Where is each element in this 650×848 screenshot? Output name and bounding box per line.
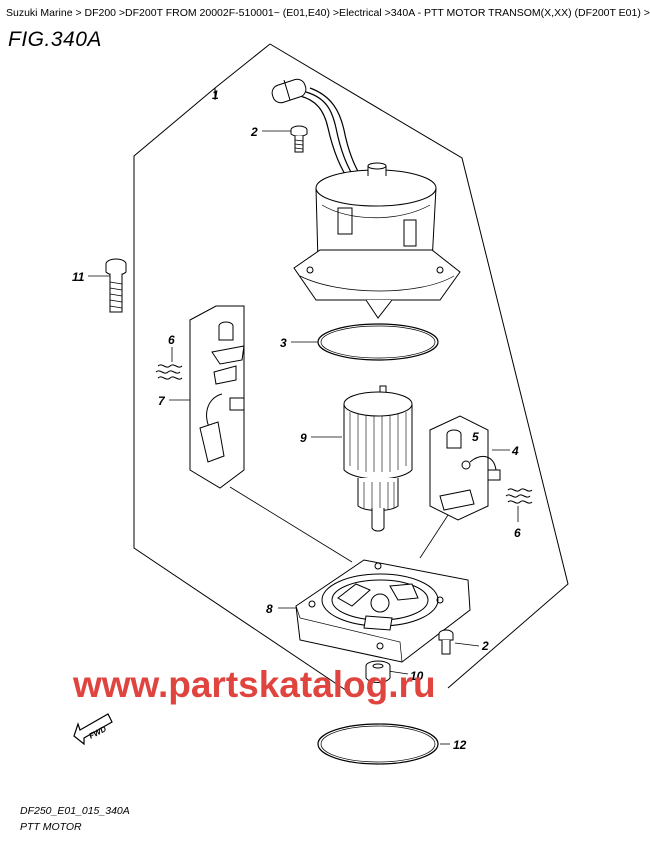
callout-3[interactable]: 3 [280,336,287,350]
callout-2-bottom[interactable]: 2 [481,639,489,653]
exploded-view-diagram: FWD 1 2 11 3 6 7 9 5 4 6 8 2 10 12 www.p… [72,43,569,765]
callout-9[interactable]: 9 [300,431,307,445]
callout-7[interactable]: 7 [158,394,166,408]
fwd-arrow-icon: FWD [73,713,113,746]
brush-holder-left[interactable] [189,305,245,489]
callout-2-top[interactable]: 2 [250,125,258,139]
figure-title: FIG.340A [8,28,102,51]
callout-6-left[interactable]: 6 [168,333,175,347]
diagram-name: PTT MOTOR [20,821,82,833]
spring-left[interactable] [155,364,183,380]
seal[interactable] [365,660,391,683]
callout-numbers: 1 2 11 3 6 7 9 5 4 6 8 2 10 12 [72,88,521,752]
spring-right[interactable] [505,488,533,504]
callout-8[interactable]: 8 [266,602,273,616]
brush-holder-right[interactable] [429,415,501,521]
watermark: www.partskatalog.ru [72,664,436,705]
callout-12[interactable]: 12 [453,738,467,752]
screw-top[interactable] [290,125,308,153]
long-bolt[interactable] [105,258,127,313]
diagram-code: DF250_E01_015_340A [20,805,130,817]
base-plate[interactable] [295,559,471,663]
callout-5[interactable]: 5 [472,430,479,444]
o-ring-lower-inner [320,725,436,763]
screw-bottom[interactable] [438,629,454,655]
armature[interactable] [343,385,413,532]
breadcrumb[interactable]: Suzuki Marine > DF200 >DF200T FROM 20002… [6,7,650,19]
assembly-frame [133,43,569,698]
ptt-motor-housing[interactable] [270,77,461,319]
callout-4[interactable]: 4 [511,444,519,458]
callout-1[interactable]: 1 [212,88,219,102]
callout-10[interactable]: 10 [410,669,424,683]
o-ring-upper[interactable] [317,323,439,361]
o-ring-upper-inner [320,325,436,359]
o-ring-lower[interactable] [317,723,439,765]
callout-11[interactable]: 11 [72,270,85,284]
parts-diagram-page: Suzuki Marine > DF200 >DF200T FROM 20002… [6,7,650,833]
callout-6-right[interactable]: 6 [514,526,521,540]
